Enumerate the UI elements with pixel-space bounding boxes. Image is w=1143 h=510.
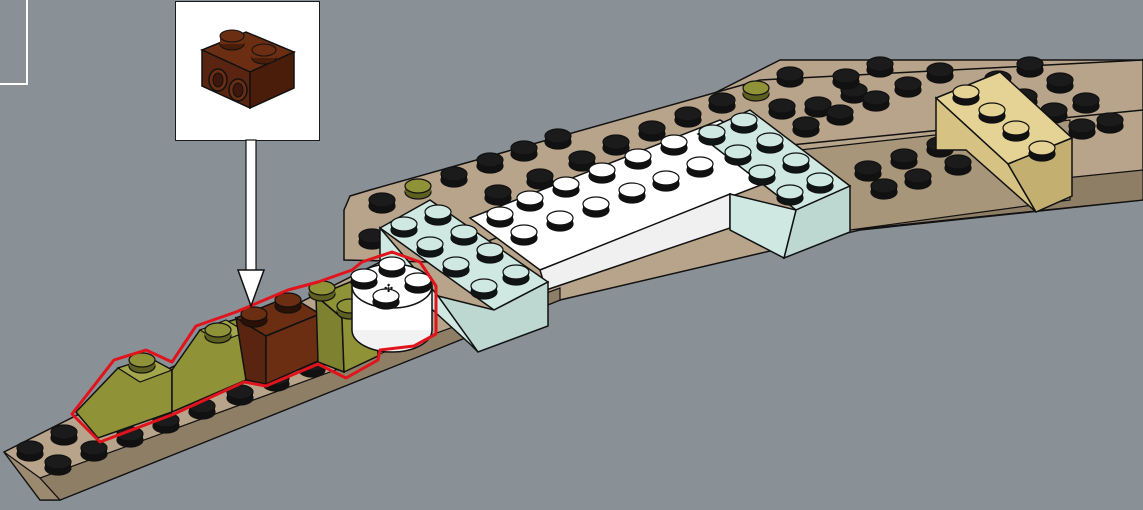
placement-arrow bbox=[238, 140, 264, 306]
white-round-brick-2x2: ✣ bbox=[351, 257, 432, 352]
axle-hole-icon: ✣ bbox=[384, 282, 393, 295]
